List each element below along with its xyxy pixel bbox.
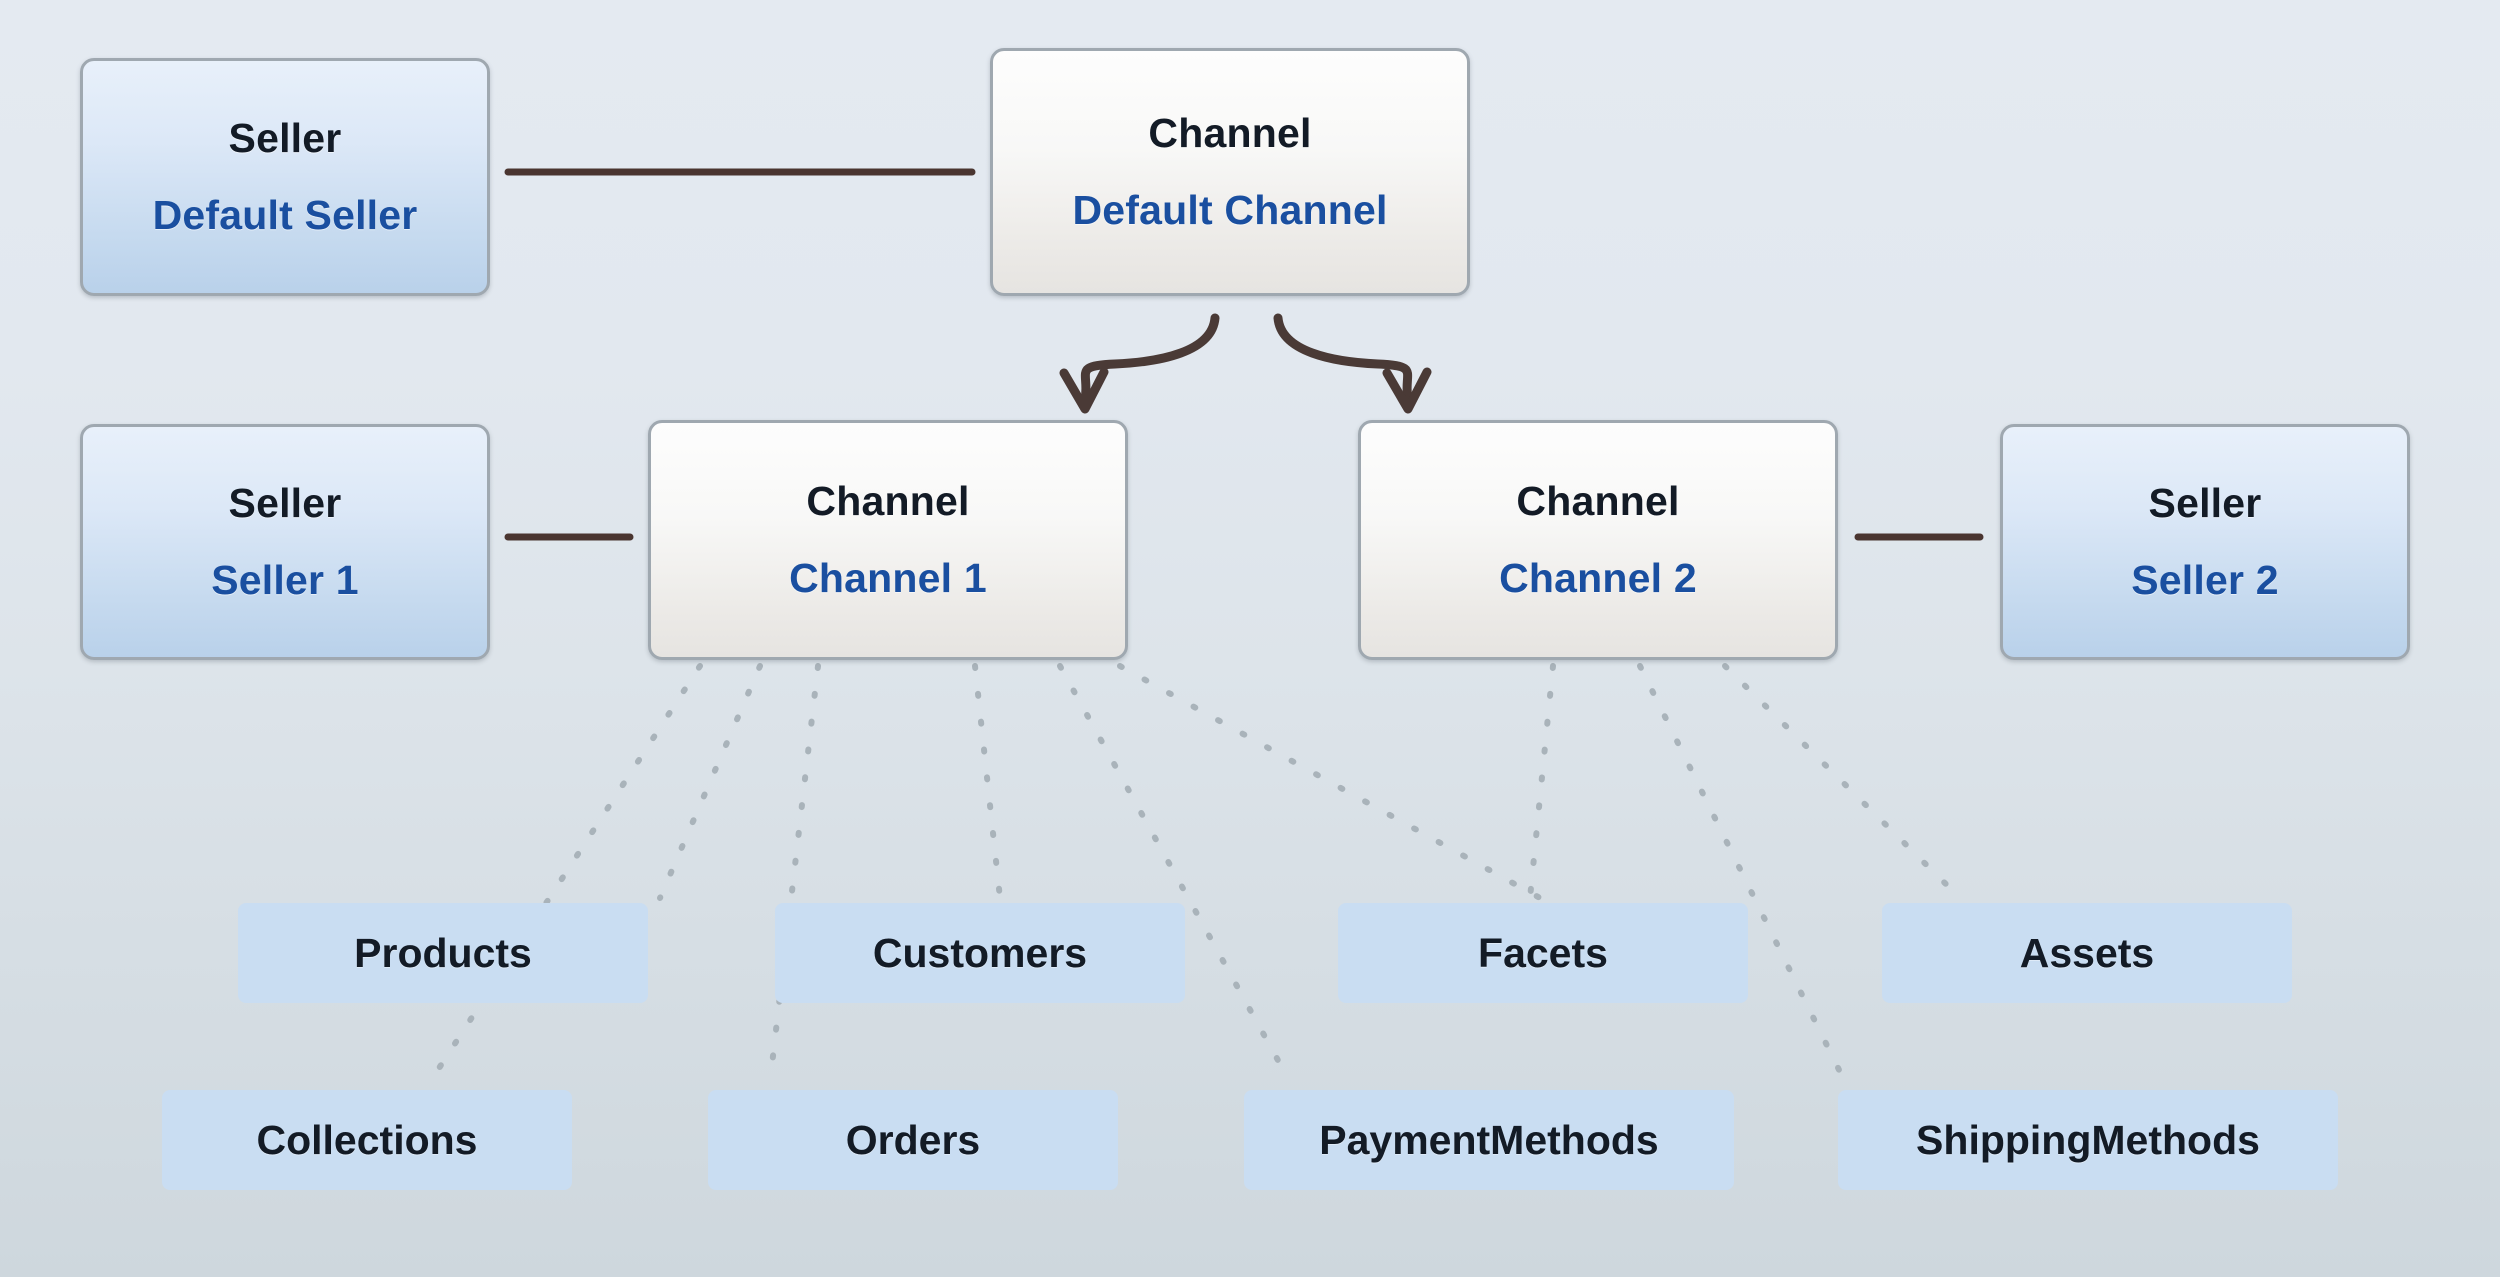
dotted-connectors-channel-1 [427,663,1543,1085]
node-channel-2[interactable]: Channel Channel 2 [1358,420,1838,660]
entity-label: Assets [2019,929,2155,976]
entity-shippingmethods[interactable]: ShippingMethods [1838,1090,2338,1190]
dotted-channel1-to-customers [972,663,1003,901]
entity-label: Facets [1478,929,1608,976]
entity-assets[interactable]: Assets [1882,903,2292,1003]
node-default-seller[interactable]: Seller Default Seller [80,58,490,296]
dotted-channel1-to-orders [767,663,821,1085]
node-title: Channel [1516,478,1680,524]
entity-label: Customers [872,929,1088,976]
curved-arrows [1059,313,1432,414]
entity-label: PaymentMethods [1319,1116,1659,1163]
node-title: Seller [228,480,342,526]
node-title: Channel [806,478,970,524]
node-subtitle: Default Seller [152,192,418,238]
dotted-channel1-to-products [657,663,763,901]
node-default-channel[interactable]: Channel Default Channel [990,48,1470,296]
dotted-channel2-to-assets [1722,663,1963,901]
entity-label: ShippingMethods [1916,1116,2260,1163]
entity-products[interactable]: Products [238,903,648,1003]
dotted-connectors-channel-2 [1527,663,1963,1085]
entity-paymentmethods[interactable]: PaymentMethods [1244,1090,1734,1190]
node-subtitle: Seller 2 [2131,557,2279,603]
entity-orders[interactable]: Orders [708,1090,1118,1190]
arrow-to-channel2-head [1382,367,1432,414]
entity-customers[interactable]: Customers [775,903,1185,1003]
entity-collections[interactable]: Collections [162,1090,572,1190]
arrow-to-channel1-curve [1080,313,1220,405]
node-subtitle: Channel 2 [1499,555,1697,601]
node-subtitle: Seller 1 [211,557,359,603]
node-title: Seller [228,115,342,161]
dotted-channel1-to-paymentmethods [1057,663,1293,1085]
entity-label: Orders [845,1116,981,1163]
node-seller-1[interactable]: Seller Seller 1 [80,424,490,660]
entity-facets[interactable]: Facets [1338,903,1748,1003]
arrow-to-channel2-curve [1273,313,1413,405]
dotted-channel2-to-facets [1527,663,1556,901]
dotted-channel1-to-collections [427,663,703,1085]
arrow-to-channel1-head [1059,367,1109,414]
node-seller-2[interactable]: Seller Seller 2 [2000,424,2410,660]
node-title: Seller [2148,480,2262,526]
dotted-channel1-to-facets [1117,663,1543,901]
node-subtitle: Default Channel [1072,187,1388,233]
entity-label: Products [354,929,532,976]
entity-label: Collections [256,1116,478,1163]
dotted-channel2-to-shippingmethods [1637,663,1848,1085]
node-title: Channel [1148,110,1312,156]
node-channel-1[interactable]: Channel Channel 1 [648,420,1128,660]
node-subtitle: Channel 1 [789,555,987,601]
